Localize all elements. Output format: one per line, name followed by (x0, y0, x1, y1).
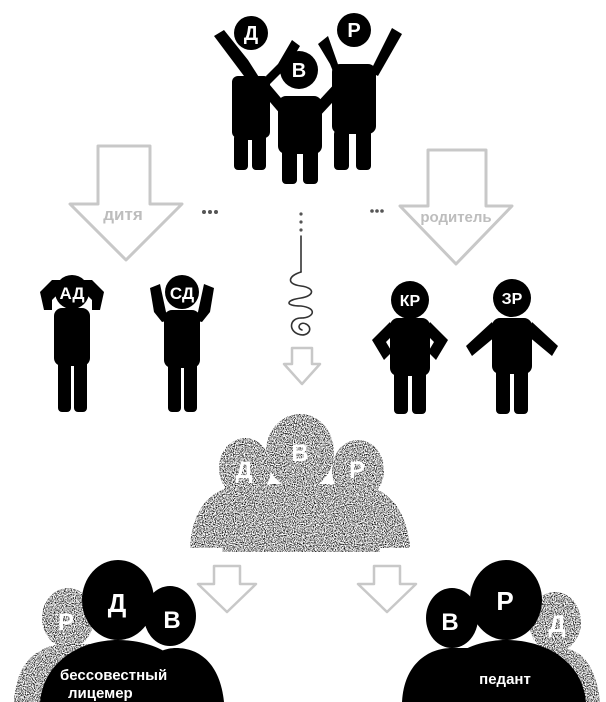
left-result-caption-line1: бессовестный (60, 667, 167, 684)
right-down-arrow: родитель (398, 148, 514, 266)
left-down-arrow: дитя (68, 144, 184, 262)
middle-child-letter: Д (235, 457, 252, 484)
nurturing-parent-figure (466, 279, 558, 414)
right-result-adult-letter: В (441, 609, 458, 636)
left-result-child-letter: Д (108, 588, 127, 618)
child-figure-top (214, 16, 300, 170)
nurturing-parent-label: ЗР (502, 291, 523, 308)
free-child-label: СД (170, 284, 194, 303)
top-adult-letter: В (292, 60, 306, 82)
middle-adult-letter: В (291, 440, 308, 467)
top-child-letter: Д (244, 23, 258, 45)
top-group: Д Р В (214, 13, 402, 184)
unalome-spiral-icon (288, 235, 314, 336)
critical-parent-label: КР (400, 293, 421, 310)
top-parent-letter: Р (347, 20, 360, 42)
middle-parent-letter: Р (349, 457, 365, 484)
left-result-adult-letter: В (163, 607, 180, 634)
right-result-caption: педант (479, 671, 531, 688)
lower-right-arrow (356, 564, 418, 614)
right-result-child-letter: Д (548, 611, 565, 638)
adapted-child-figure (40, 275, 104, 412)
lower-left-arrow (196, 564, 258, 614)
left-result-parent-letter: Р (58, 609, 74, 636)
adapted-child-label: АД (59, 284, 84, 303)
left-result-caption-line2: лицемер (68, 685, 133, 702)
dots-left (202, 210, 218, 214)
dots-right (370, 209, 384, 213)
middle-group: Д В Р (190, 414, 410, 552)
dots-center (299, 212, 303, 232)
parent-figure-top (318, 13, 402, 170)
right-result-parent-letter: Р (496, 586, 513, 616)
right-arrow-label: родитель (420, 209, 491, 226)
free-child-figure (150, 275, 214, 412)
left-arrow-label: дитя (103, 205, 143, 224)
critical-parent-figure (372, 281, 448, 414)
center-down-arrow (282, 346, 322, 386)
left-result-group: Р Д В бессовестный лицемер (14, 560, 224, 702)
adult-figure-top (258, 51, 344, 184)
right-result-group: В Р Д педант (402, 560, 600, 702)
